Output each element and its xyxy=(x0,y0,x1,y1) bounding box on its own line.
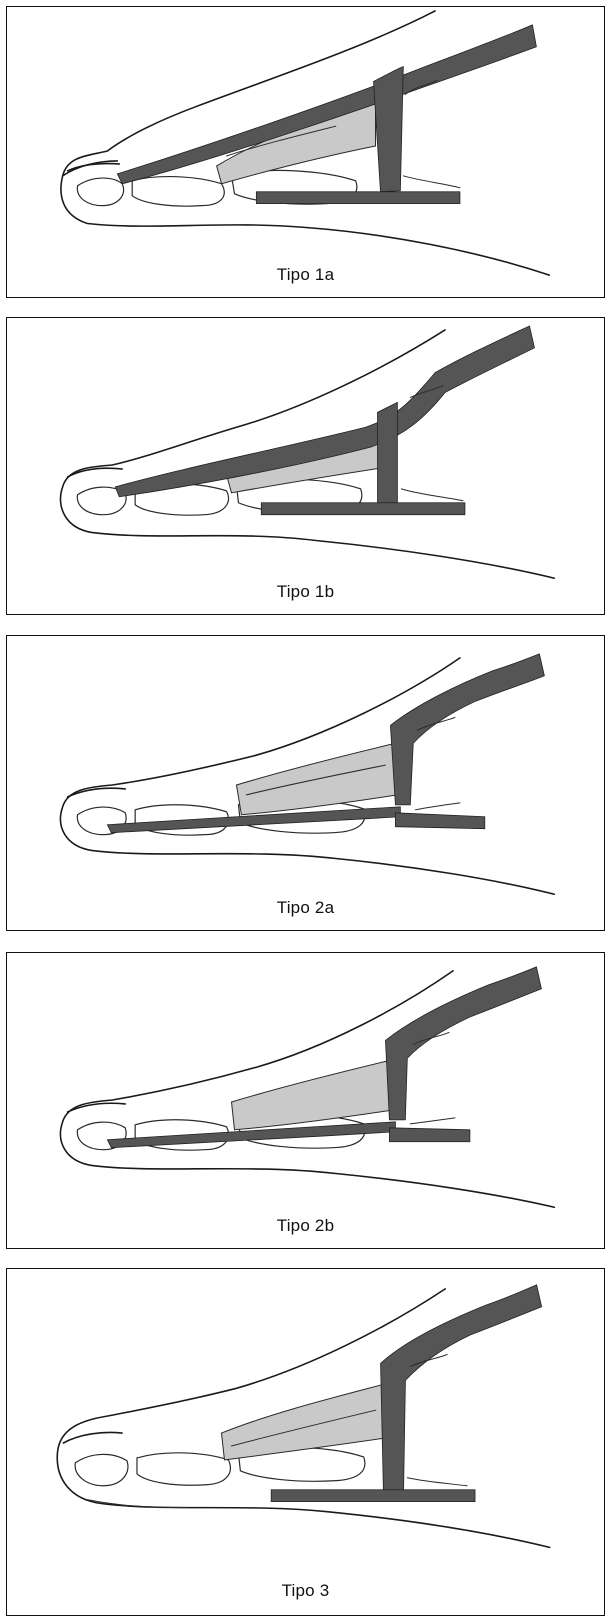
toe-tendon-illustration xyxy=(7,1269,604,1615)
toe-tendon-illustration xyxy=(7,953,604,1248)
diagram-panel-tipo-1b: Tipo 1b xyxy=(6,317,605,615)
diagram-panel-tipo-2b: Tipo 2b xyxy=(6,952,605,1249)
toe-tendon-illustration xyxy=(7,636,604,930)
diagram-panel-tipo-1a: Tipo 1a xyxy=(6,6,605,298)
panel-caption: Tipo 2b xyxy=(7,1216,604,1236)
panel-caption: Tipo 3 xyxy=(7,1581,604,1601)
diagram-panel-tipo-3: Tipo 3 xyxy=(6,1268,605,1616)
panel-caption: Tipo 1a xyxy=(7,265,604,285)
toe-tendon-illustration xyxy=(7,318,604,614)
panel-caption: Tipo 1b xyxy=(7,582,604,602)
panel-caption: Tipo 2a xyxy=(7,898,604,918)
diagram-panel-tipo-2a: Tipo 2a xyxy=(6,635,605,931)
toe-tendon-illustration xyxy=(7,7,604,297)
